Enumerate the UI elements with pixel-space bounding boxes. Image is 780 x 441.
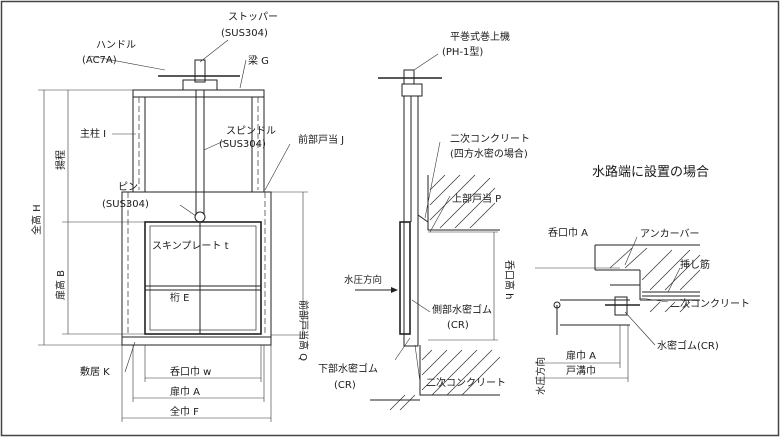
gate-height-label: 扉高 B	[54, 270, 67, 300]
spindle-label: スピンドル	[226, 125, 276, 137]
post-label: 主柱 I	[80, 127, 106, 140]
upper-stop-label: 上部戸当 P	[452, 192, 501, 205]
hoist-label: 平巻式巻上機	[450, 30, 510, 43]
secondary-concrete-label: 二次コンクリート	[450, 132, 530, 145]
anchor-bar-label: アンカーバー	[640, 228, 700, 240]
opening-height-label: 呑口高 h	[503, 260, 516, 300]
secondary-concrete-detail-label: 二次コンクリート	[670, 297, 750, 310]
beam-label: 梁 G	[248, 54, 269, 67]
skin-plate-label: スキンプレート t	[152, 240, 229, 252]
bottom-rubber-label: 下部水密ゴム	[318, 362, 378, 375]
spindle-material-label: (SUS304)	[219, 139, 266, 150]
handle-material-label: (AC7A)	[82, 55, 117, 66]
channel-end-title: 水路端に設置の場合	[592, 164, 709, 180]
side-rubber-cr-label: (CR)	[447, 320, 469, 331]
front-stop-label: 前部戸当 J	[298, 133, 344, 146]
insert-rebar-label: 挿し筋	[680, 258, 710, 271]
four-side-label: (四方水密の場合)	[450, 147, 528, 160]
sill-label: 敷居 K	[80, 365, 110, 378]
girder-label: 桁 E	[170, 291, 190, 304]
side-view	[355, 53, 501, 411]
opening-width-label: 呑口巾 w	[170, 365, 211, 378]
concrete-hatch-upper	[429, 174, 496, 229]
water-pressure-b-label: 水圧方向	[535, 357, 547, 395]
pin-material-label: (SUS304)	[102, 199, 149, 210]
water-rubber-label: 水密ゴム(CR)	[657, 339, 719, 352]
total-width-label: 全巾 F	[170, 405, 199, 418]
front-view	[38, 39, 308, 422]
stopper-label: ストッパー	[228, 11, 278, 23]
gate-width-a-label: 扉巾 A	[566, 349, 596, 362]
side-rubber-label: 側部水密ゴム	[432, 303, 492, 316]
gate-leaf	[144, 221, 262, 335]
stopper-material-label: (SUS304)	[221, 28, 268, 39]
channel-width-label: 戸溝巾	[566, 364, 596, 377]
handle-label: ハンドル	[96, 40, 136, 51]
opening-width-a-label: 呑口巾 A	[548, 226, 588, 239]
lift-label: 揚程	[54, 150, 67, 170]
concrete-hatch-lower	[389, 349, 501, 411]
secondary-concrete-bottom-label: 二次コンクリート	[426, 376, 506, 389]
hoist-model-label: (PH-1型)	[442, 45, 483, 58]
front-stop-height-label: 前部戸当高 Q	[297, 300, 310, 361]
total-height-label: 全高 H	[30, 204, 43, 235]
gate-width-label: 扉巾 A	[170, 385, 200, 398]
bottom-rubber-cr-label: (CR)	[334, 380, 356, 391]
channel-end-detail	[535, 236, 701, 382]
pin-label: ピン	[118, 181, 138, 193]
water-pressure-label: 水圧方向	[344, 274, 382, 286]
